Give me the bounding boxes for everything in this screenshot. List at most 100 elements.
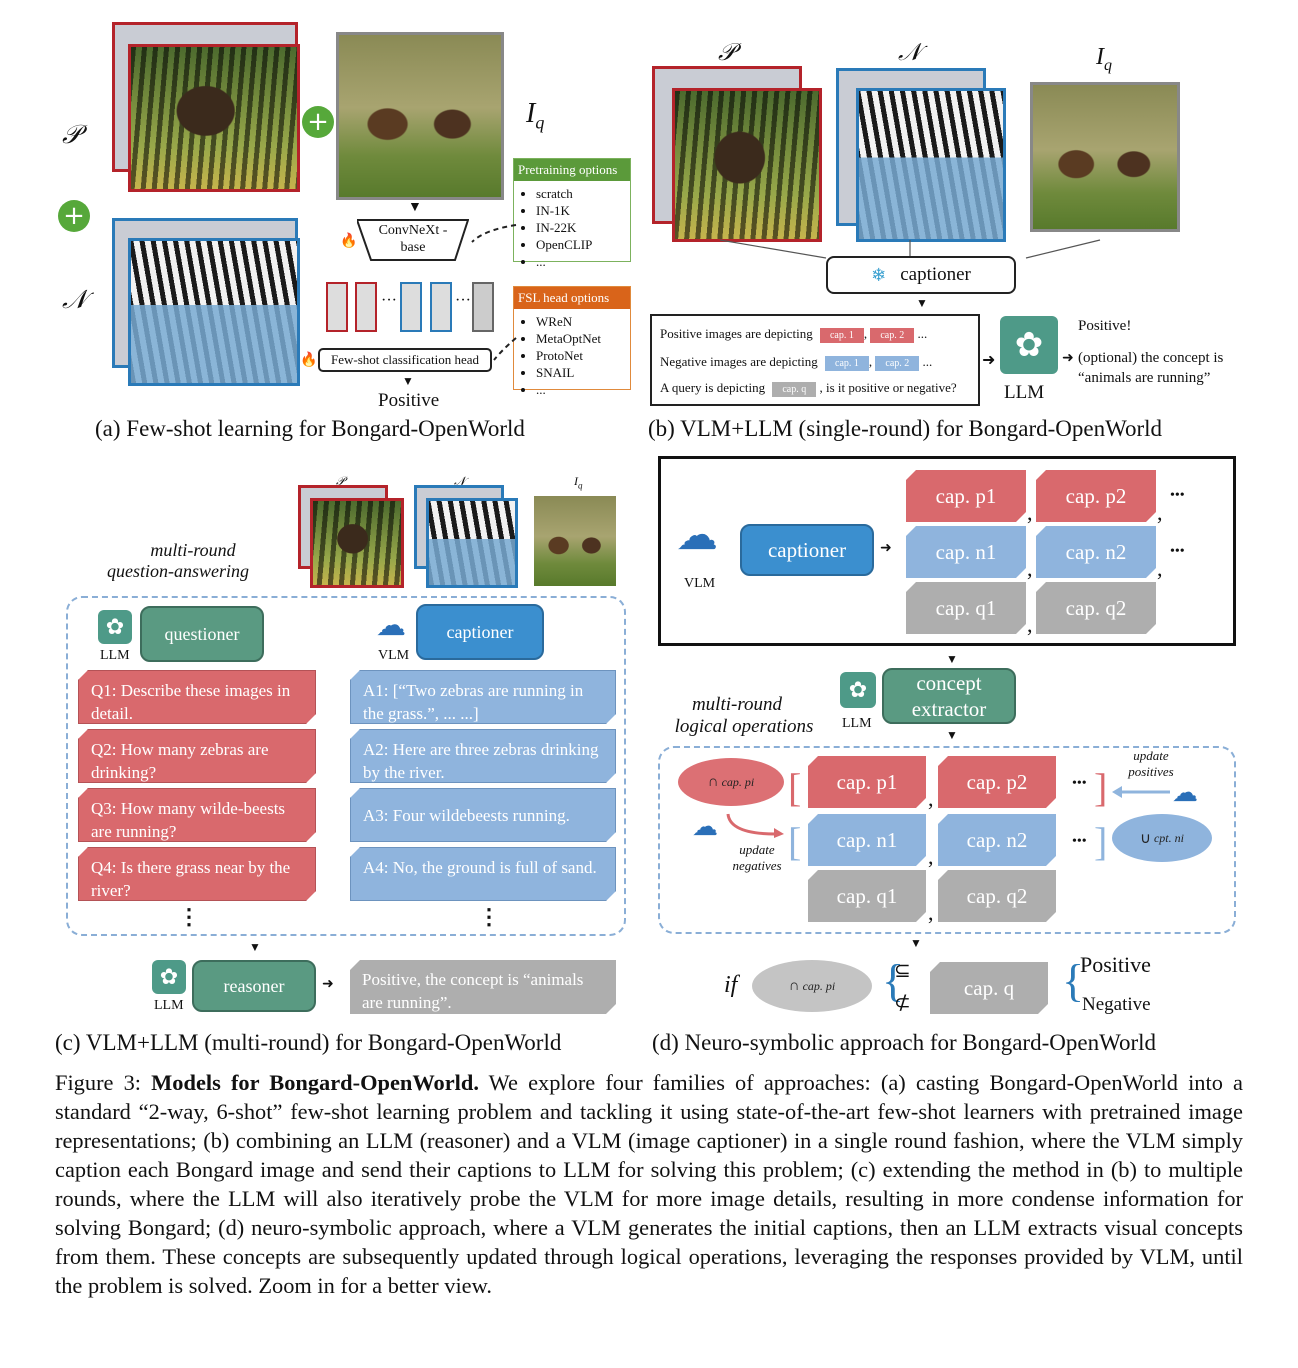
query-image (534, 496, 616, 586)
comma: , (1027, 556, 1033, 581)
option-item: MetaOptNet (536, 330, 630, 347)
openai-llm-icon: ✿ (152, 960, 186, 994)
label-negative-set: 𝒩 (454, 474, 466, 488)
captioner: captioner (416, 604, 544, 660)
feature-pos-2 (355, 282, 377, 332)
dashed-arrows (471, 224, 517, 361)
update-negatives-arrow (726, 813, 784, 838)
cap-chip: cap. 2 (870, 328, 915, 343)
llm-label: LLM (154, 998, 184, 1013)
cap-q2: cap. q2 (1036, 582, 1156, 634)
few-shot-head: Few-shot classification head (318, 348, 492, 372)
logic-container (658, 746, 1236, 934)
query-image (1030, 82, 1180, 232)
arrow-icon: ▼ (946, 652, 958, 666)
brace-left: { (882, 955, 905, 1006)
option-item: scratch (536, 185, 630, 202)
multi-round-title: multi-round question-answering (107, 540, 249, 581)
arrow-icon: ▼ (910, 936, 922, 950)
caption-b: (b) VLM+LLM (single-round) for Bongard-O… (648, 416, 1163, 441)
arrow-icon: ▼ (249, 940, 261, 954)
logical-ops-title: multi-round logical operations (674, 694, 814, 737)
openai-llm-icon: ✿ (1000, 316, 1058, 374)
questioner: questioner (140, 606, 264, 662)
bracket-right: ] (1094, 765, 1108, 810)
arrow-icon: ➜ (322, 977, 334, 992)
llm-label: LLM (100, 648, 130, 663)
result-positive: Positive! (1078, 318, 1132, 334)
query-image (336, 32, 504, 200)
prompt-line-query: A query is depicting cap. q , is it posi… (660, 380, 957, 397)
vlm-mascot-icon: ☁ (376, 609, 406, 642)
vlm-mascot-icon: ☁ (1172, 778, 1198, 807)
vertical-ellipsis: ⋮ (478, 904, 500, 929)
pretraining-title: Pretraining options (514, 159, 630, 181)
openai-llm-icon: ✿ (840, 672, 876, 708)
arrow-icon: ➜ (982, 352, 996, 369)
fire-icon: 🔥 (340, 234, 358, 249)
cap-q1: cap. q1 (808, 870, 926, 922)
plus-icon: + (302, 106, 334, 138)
prompt-line-negative: Negative images are depicting cap. 1, ca… (660, 354, 933, 371)
result-concept-line1: (optional) the concept is (1078, 350, 1224, 366)
captioner-frozen: ❄ captioner (826, 256, 1016, 294)
cap-chip: cap. 1 (819, 328, 864, 343)
vlm-mascot-icon: ☁ (692, 812, 718, 841)
option-item: ... (536, 381, 630, 398)
question-3: Q3: How many wilde-beests are running? (78, 788, 316, 842)
cap-q: cap. q (930, 962, 1048, 1014)
cap-chip: cap. 2 (875, 356, 920, 371)
answer-4: A4: No, the ground is full of sand. (350, 847, 616, 901)
negative-image (426, 498, 518, 588)
caption-d: (d) Neuro-symbolic approach for Bongard-… (652, 1030, 1156, 1055)
comma: , (1027, 500, 1033, 525)
llm-label: LLM (1004, 382, 1045, 403)
result-concept-line2: “animals are running” (1078, 370, 1211, 386)
cap-p2: cap. p2 (1036, 470, 1156, 522)
answer-2: A2: Here are three zebras drinking by th… (350, 729, 616, 783)
bracket-left: [ (788, 819, 802, 864)
ellipsis: ••• (1170, 488, 1185, 503)
arrow-icon: ▼ (946, 728, 958, 742)
arrow-icon: ➜ (1062, 351, 1074, 366)
not-subset-symbol: ⊄ (894, 992, 911, 1014)
concept-extractor: concept extractor (882, 668, 1016, 724)
llm-prompt-box: Positive images are depicting cap. 1, ca… (650, 314, 980, 406)
option-item: WReN (536, 313, 630, 330)
ellipsis: ••• (1072, 834, 1087, 849)
bracket-left: [ (788, 765, 802, 810)
option-item: ProtoNet (536, 347, 630, 364)
question-1: Q1: Describe these images in detail. (78, 670, 316, 724)
negative-concept-cloud: ∪ cpt. ni (1112, 814, 1212, 862)
figure-caption: Figure 3: Models for Bongard-OpenWorld. … (55, 1068, 1243, 1300)
positive-concept-cloud: ∩ cap. pi (678, 758, 784, 806)
cap-p1: cap. p1 (808, 756, 926, 808)
answer-1: A1: [“Two zebras are running in the gras… (350, 670, 616, 724)
prompt-line-positive: Positive images are depicting cap. 1, ca… (660, 326, 928, 343)
comma: , (928, 844, 934, 869)
label-negative-set: 𝒩 (62, 285, 87, 314)
vertical-ellipsis: ⋮ (178, 904, 200, 929)
label-query: Iq (1096, 44, 1112, 74)
cap-n1: cap. n1 (808, 814, 926, 866)
pretraining-list: scratchIN-1KIN-22KOpenCLIP... (514, 181, 630, 270)
cap-chip: cap. q (772, 382, 817, 397)
figure-number: Figure 3: (55, 1070, 152, 1095)
feature-neg-2 (430, 282, 452, 332)
reasoner-result: Positive, the concept is “animals are ru… (350, 960, 616, 1014)
positive-image (310, 498, 404, 588)
comma: , (1027, 612, 1033, 637)
captioner-lines (719, 239, 1101, 259)
cap-n2: cap. n2 (1036, 526, 1156, 578)
if-label: if (724, 972, 738, 998)
vlm-label: VLM (378, 648, 410, 663)
arrow-icon: ▼ (402, 374, 414, 388)
captioner: captioner (740, 524, 874, 576)
option-item: IN-22K (536, 219, 630, 236)
vlm-caption-box (658, 456, 1236, 646)
snowflake-icon: ❄ (871, 264, 887, 285)
cap-n2: cap. n2 (938, 814, 1056, 866)
comma: , (928, 900, 934, 925)
fsl-title: FSL head options (514, 287, 630, 309)
